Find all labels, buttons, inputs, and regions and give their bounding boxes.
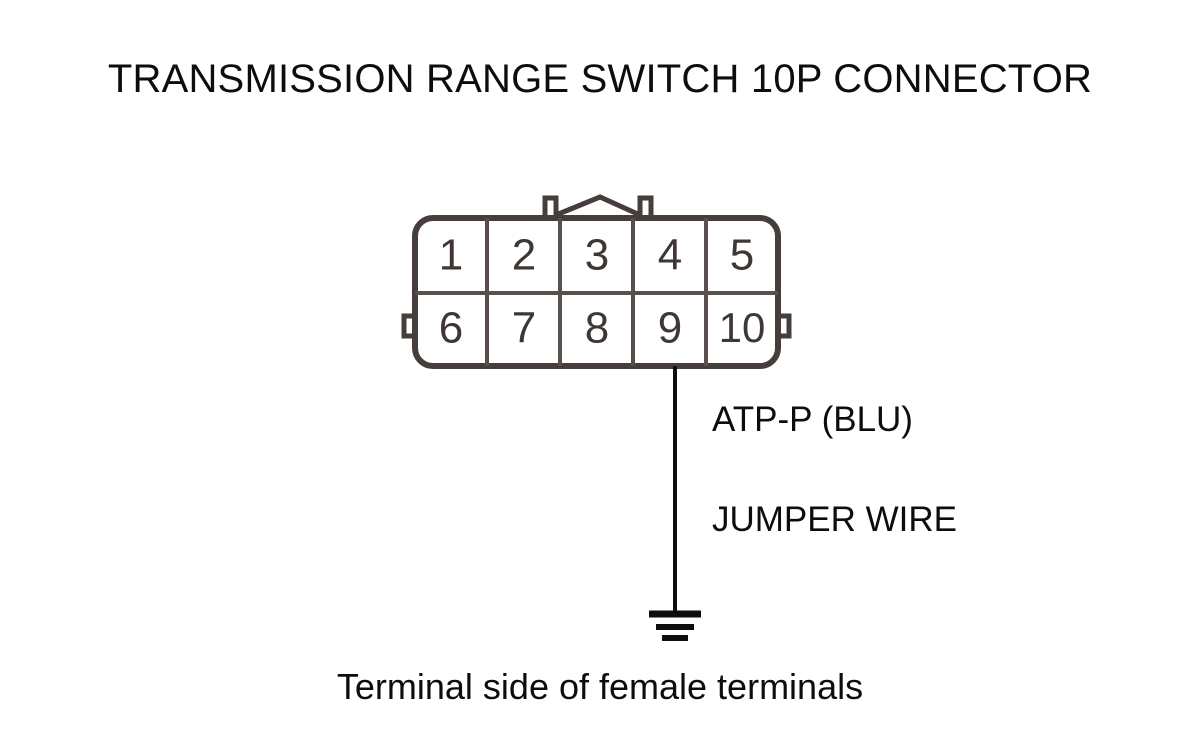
figure-caption: Terminal side of female terminals	[336, 666, 864, 707]
pin-label-1: 1	[439, 231, 463, 280]
pin-label-9: 9	[658, 304, 682, 353]
pin-label-5: 5	[730, 231, 754, 280]
pin-label-2: 2	[512, 231, 536, 280]
pin-label-8: 8	[585, 304, 609, 353]
pin-label-10: 10	[719, 304, 766, 351]
connector-top-tab	[542, 194, 654, 219]
signal-label: ATP-P (BLU)	[712, 400, 913, 439]
page-title: TRANSMISSION RANGE SWITCH 10P CONNECTOR	[107, 57, 1093, 101]
pin-label-6: 6	[439, 304, 463, 353]
pin-label-4: 4	[658, 231, 682, 280]
pin-label-3: 3	[585, 231, 609, 280]
pin-label-7: 7	[512, 304, 536, 353]
ground-symbol	[649, 610, 701, 641]
connector-cell-dividers	[485, 218, 708, 366]
jumper-wire-label: JUMPER WIRE	[712, 500, 957, 539]
